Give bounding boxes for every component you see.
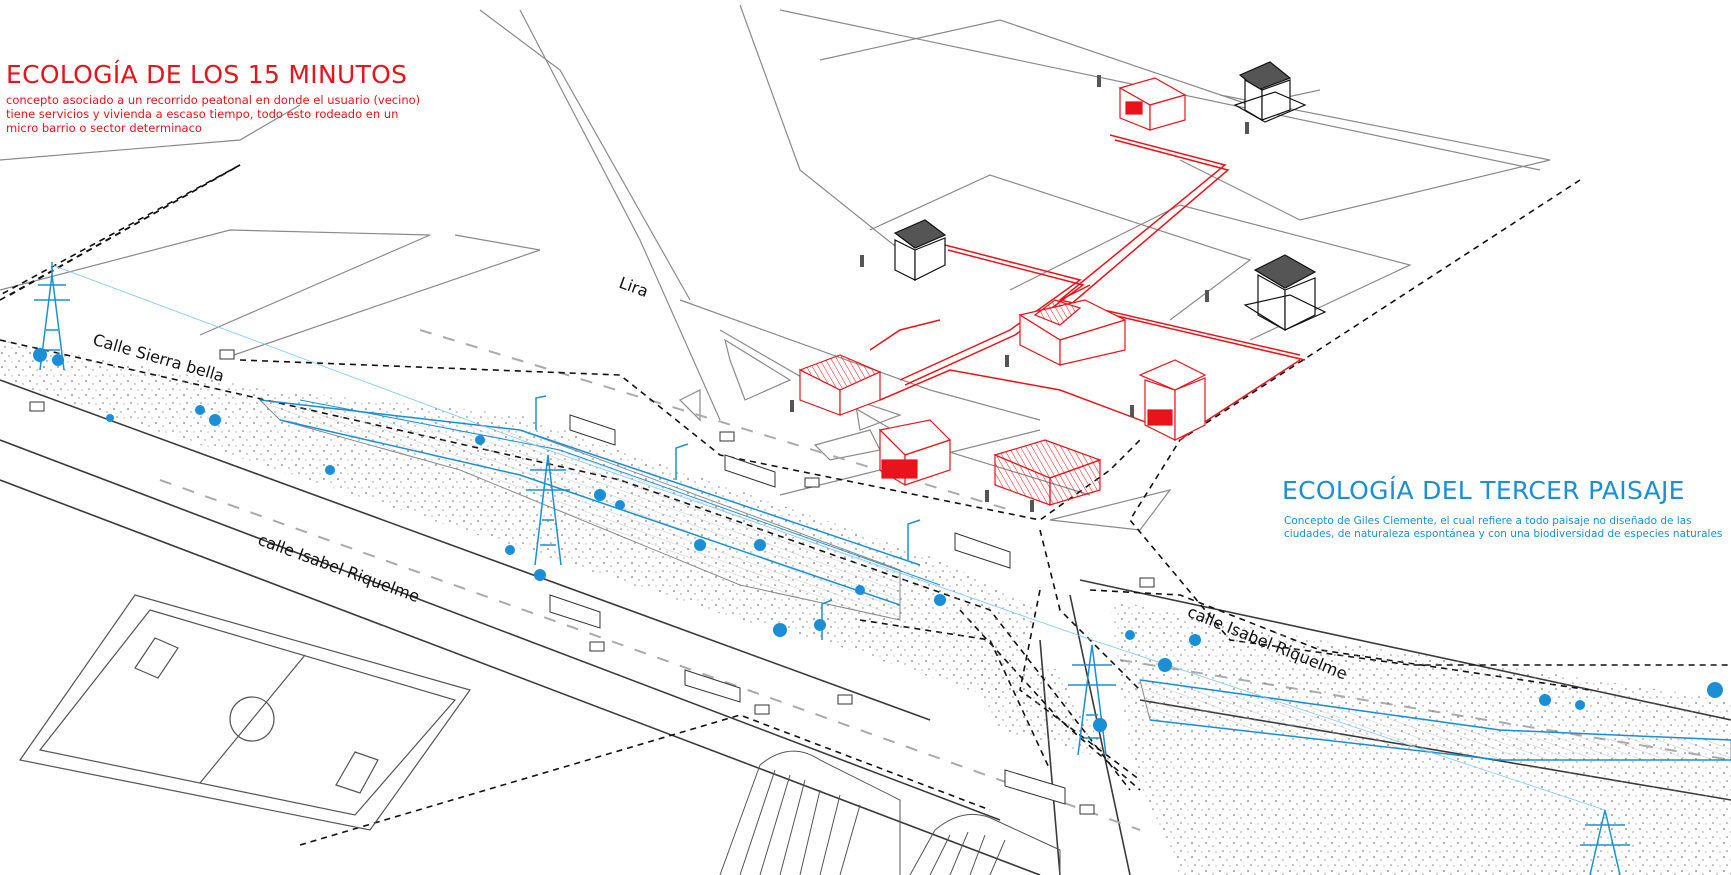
soccer-field	[18, 594, 471, 831]
houses	[893, 61, 1327, 332]
pedestrian-network	[869, 134, 1306, 441]
tower-2	[526, 454, 570, 566]
vehicles	[29, 349, 1155, 815]
street-lamps	[535, 395, 921, 640]
vegetation	[33, 348, 1723, 732]
tercer-paisaje-title: ECOLOGÍA DEL TERCER PAISAJE	[1282, 476, 1685, 505]
service-buildings	[798, 77, 1207, 506]
house-3	[1243, 254, 1327, 332]
house-1	[1233, 61, 1307, 123]
right-linear-park	[1110, 600, 1731, 875]
service-building-3	[1018, 299, 1127, 366]
service-building-6	[1138, 359, 1207, 441]
ecologia-15-description: concepto asociado a un recorrido peatona…	[6, 93, 421, 135]
linear-park	[0, 340, 1110, 760]
service-building-2	[798, 354, 882, 416]
pedestrians	[790, 75, 1249, 512]
ecologia-15-title: ECOLOGÍA DE LOS 15 MINUTOS	[6, 60, 408, 89]
service-building-4	[878, 419, 952, 487]
service-building-1	[1118, 77, 1187, 131]
service-building-5	[993, 439, 1102, 506]
tower-1	[34, 262, 70, 371]
vaulted-sheds	[719, 750, 1061, 875]
tercer-paisaje-description: Concepto de Giles Clemente, el cual refi…	[1284, 515, 1723, 540]
house-2	[893, 219, 947, 281]
